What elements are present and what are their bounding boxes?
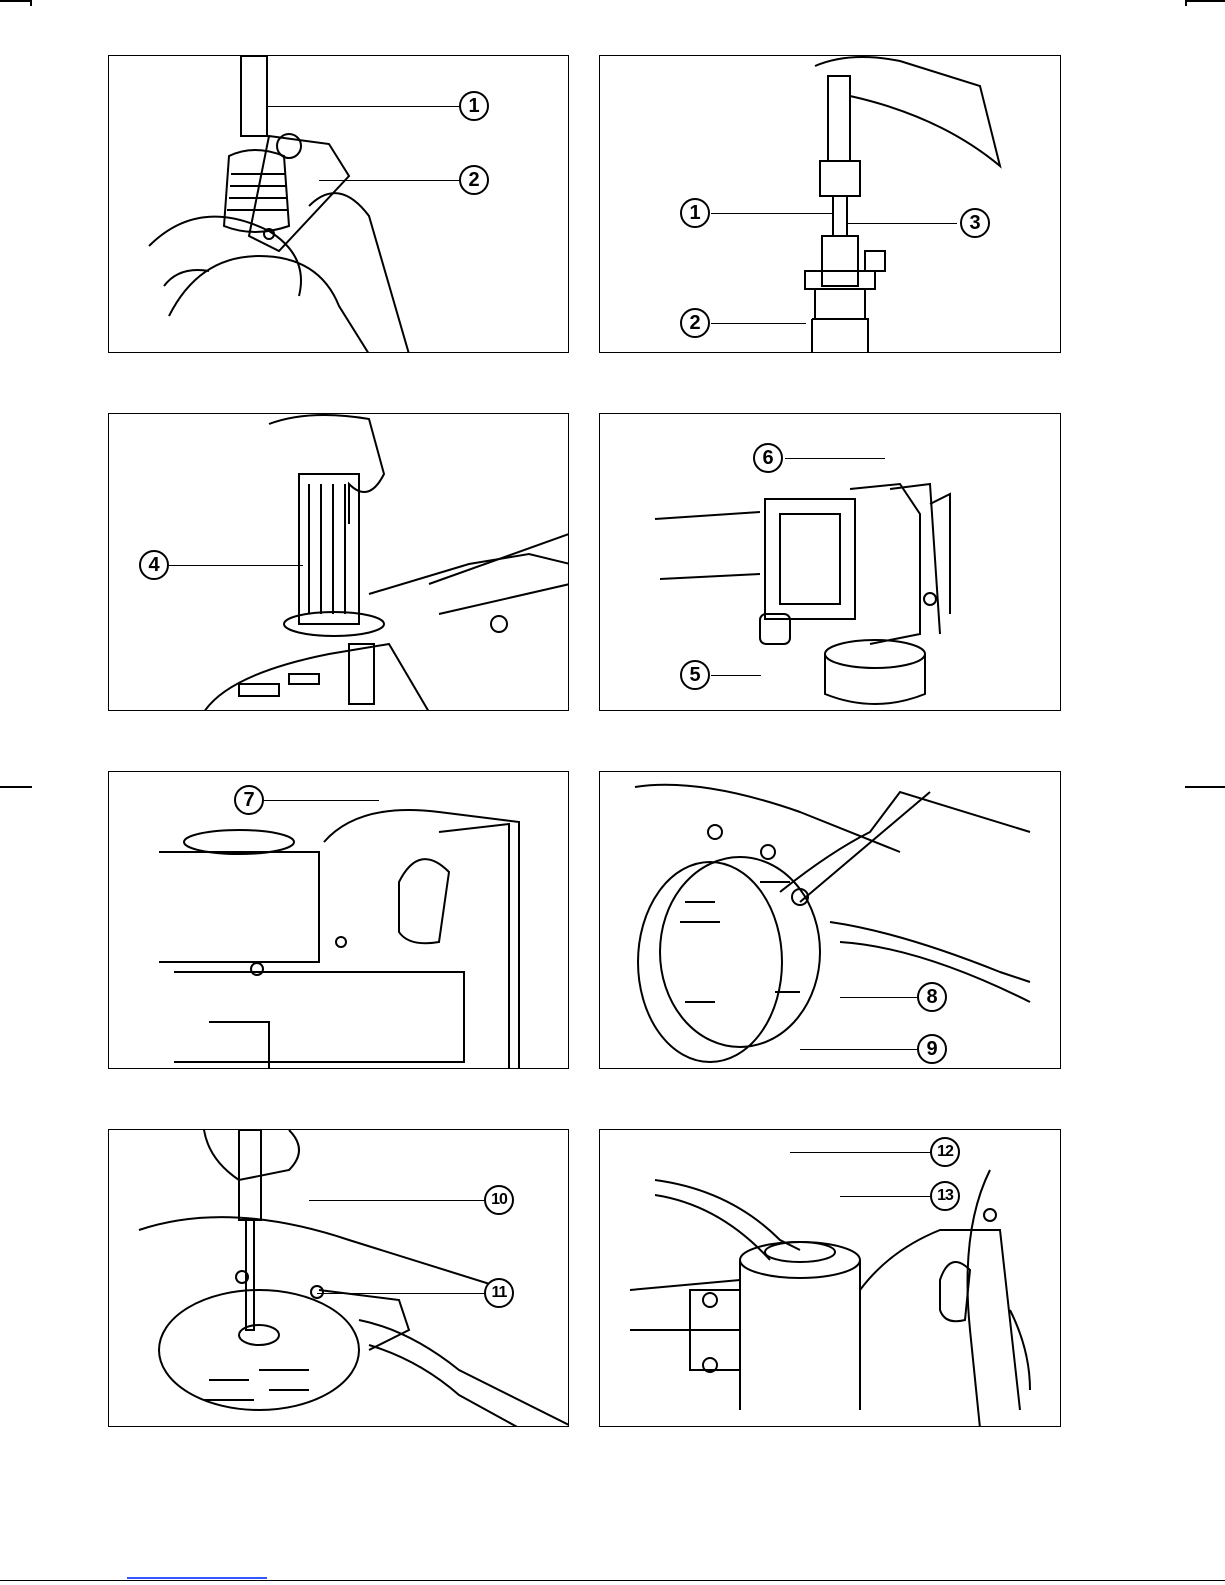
- figure-panel-7: 10 11: [108, 1129, 569, 1427]
- callout-11: 11: [484, 1278, 514, 1308]
- figure-panel-5: 7: [108, 771, 569, 1069]
- callout-4: 4: [139, 550, 169, 580]
- leader-line-9: [800, 1049, 917, 1050]
- leader-line-p2-1: [711, 213, 833, 214]
- leader-line-8: [840, 997, 917, 998]
- callout-8: 8: [917, 982, 947, 1012]
- callout-6: 6: [753, 443, 783, 473]
- crop-mark-top-right: [1185, 0, 1225, 2]
- leader-line-10: [309, 1200, 484, 1201]
- callout-1: 1: [459, 91, 489, 121]
- leader-line-1: [267, 106, 459, 107]
- figure-panel-2: 1 3 2: [599, 55, 1061, 353]
- callout-3: 3: [960, 208, 990, 238]
- callout-2: 2: [459, 165, 489, 195]
- crop-mark-mid-right: [1185, 786, 1225, 788]
- leader-line-2: [319, 180, 459, 181]
- figure-panel-3: 4: [108, 413, 569, 711]
- bottom-rule: [0, 1580, 1225, 1581]
- leader-line-7: [264, 800, 379, 801]
- leader-line-p2-2: [711, 323, 806, 324]
- leader-line-5: [711, 675, 761, 676]
- callout-10: 10: [484, 1185, 514, 1215]
- callout-1: 1: [680, 198, 710, 228]
- crop-mark-mid-left: [0, 786, 32, 788]
- leader-line-11: [317, 1293, 484, 1294]
- leader-line-4: [169, 565, 303, 566]
- crop-mark-top-right-v: [1185, 0, 1187, 6]
- callout-9: 9: [917, 1034, 947, 1064]
- callout-12: 12: [930, 1137, 960, 1167]
- figure-panel-1: 1 2: [108, 55, 569, 353]
- link-underline[interactable]: [127, 1577, 267, 1579]
- callout-7: 7: [234, 785, 264, 815]
- callout-5: 5: [680, 660, 710, 690]
- figure-panel-8: 12 13: [599, 1129, 1061, 1427]
- crop-mark-top-left: [0, 0, 30, 2]
- crop-mark-top-left-v: [30, 0, 32, 6]
- figure-panel-4: 6 5: [599, 413, 1061, 711]
- callout-2: 2: [680, 308, 710, 338]
- figure-panel-6: 8 9: [599, 771, 1061, 1069]
- leader-line-p2-3: [847, 223, 957, 224]
- callout-13: 13: [930, 1181, 960, 1211]
- leader-line-6: [785, 458, 885, 459]
- leader-line-12: [790, 1152, 950, 1153]
